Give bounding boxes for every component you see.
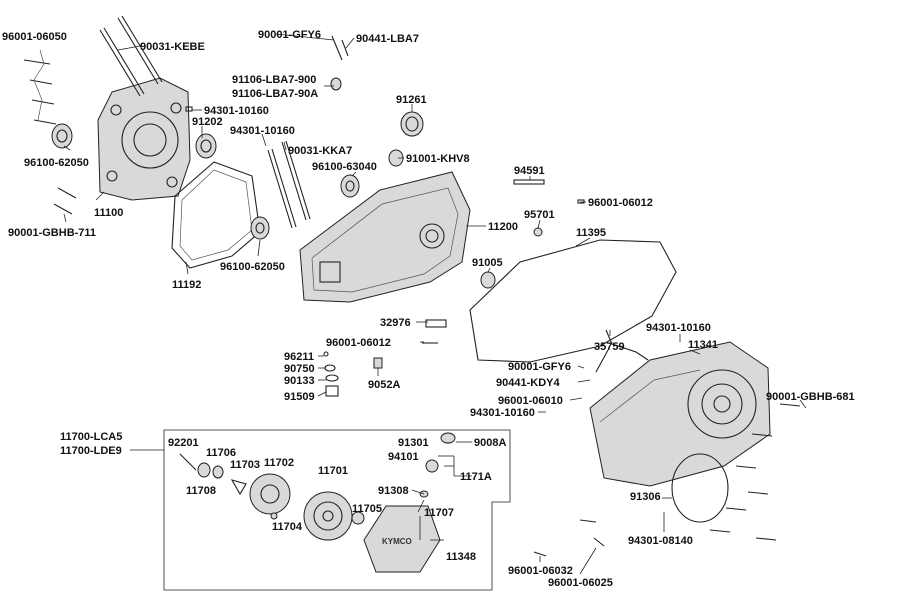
label-11348: 11348 (446, 551, 476, 563)
label-94301-08140: 94301-08140 (628, 535, 693, 547)
cover-brand-text: KYMCO (382, 537, 412, 546)
label-96001-06010: 96001-06010 (498, 395, 563, 407)
label-96001-06025: 96001-06025 (548, 577, 613, 589)
kick-starter-parts: KYMCO (179, 432, 456, 573)
label-1171A: 1171A (460, 471, 492, 483)
pin-94591 (513, 179, 545, 185)
label-9052A: 9052A (368, 379, 400, 391)
label-90133: 90133 (284, 375, 315, 387)
label-96001-06012-mid: 96001-06012 (326, 337, 391, 349)
bearing-96100-62050-left (51, 123, 73, 149)
label-96001-06032: 96001-06032 (508, 565, 573, 577)
label-96100-63040: 96100-63040 (312, 161, 377, 173)
label-94301-10160-a: 94301-10160 (204, 105, 269, 117)
label-91202: 91202 (192, 116, 223, 128)
bearing-96100-63040 (340, 174, 360, 198)
seal-91261 (400, 111, 424, 137)
label-96211: 96211 (284, 351, 314, 363)
label-91261: 91261 (396, 94, 427, 106)
label-group-code-1: 11700-LCA5 (60, 431, 122, 443)
left-crankcase-11100 (97, 77, 191, 201)
label-32976: 32976 (380, 317, 411, 329)
label-11200: 11200 (488, 221, 518, 233)
part-labels: 96001-06050 90031-KEBE 90001-GFY6 90441-… (2, 29, 855, 589)
label-11701: 11701 (318, 465, 348, 477)
label-95701: 95701 (524, 209, 555, 221)
gasket-11192 (171, 161, 261, 269)
hose-35759 (605, 329, 649, 361)
right-crankcase-11200 (299, 171, 471, 303)
label-94301-10160-c: 94301-10160 (646, 322, 711, 334)
label-11100: 11100 (94, 207, 123, 219)
leader-lines (63, 33, 807, 575)
label-11705: 11705 (352, 503, 382, 515)
oil-drain-assembly (323, 351, 339, 397)
stud-bolts-90031-KEBE (99, 15, 163, 97)
label-90001-GFY6-mid: 90001-GFY6 (508, 361, 571, 373)
label-90441-KDY4: 90441-KDY4 (496, 377, 560, 389)
seal-91005 (480, 271, 496, 289)
label-11704: 11704 (272, 521, 303, 533)
label-90001-GBHB-711: 90001-GBHB-711 (8, 227, 96, 239)
label-96001-06012-top: 96001-06012 (588, 197, 653, 209)
label-91106-LBA7-90A: 91106-LBA7-90A (232, 88, 318, 100)
label-90441-LBA7: 90441-LBA7 (356, 33, 419, 45)
label-91001-KHV8: 91001-KHV8 (406, 153, 470, 165)
bolts-90001-GBHB-681 (709, 403, 801, 541)
label-35759: 35759 (594, 341, 625, 353)
label-94591: 94591 (514, 165, 545, 177)
label-92201: 92201 (168, 437, 199, 449)
label-90031-KKA7: 90031-KKA7 (288, 145, 352, 157)
stud-bolts-90031-KKA7 (267, 140, 311, 229)
kick-starter-group-box (163, 429, 511, 591)
label-94301-10160-d: 94301-10160 (470, 407, 535, 419)
washer-91106 (330, 77, 342, 91)
gasket-91306 (671, 453, 729, 523)
label-96001-06050: 96001-06050 (2, 31, 67, 43)
gasket-11395 (469, 239, 677, 363)
label-11706: 11706 (206, 447, 236, 459)
label-91005: 91005 (472, 257, 503, 269)
label-11707: 11707 (424, 507, 454, 519)
label-11341: 11341 (688, 339, 718, 351)
clutch-cover-11341 (589, 341, 771, 487)
label-91308: 91308 (378, 485, 409, 497)
plug-95701 (533, 227, 543, 237)
label-91306: 91306 (630, 491, 661, 503)
label-11703: 11703 (230, 459, 260, 471)
label-94301-10160-b: 94301-10160 (230, 125, 295, 137)
label-91509: 91509 (284, 391, 315, 403)
label-11395: 11395 (576, 227, 606, 239)
label-90031-KEBE: 90031-KEBE (140, 41, 205, 53)
bolts-90001-GBHB-711 (53, 187, 77, 215)
seal-91202 (195, 133, 217, 159)
label-90001-GBHB-681: 90001-GBHB-681 (766, 391, 855, 403)
bolts-96001-06050 (23, 49, 57, 125)
label-11708: 11708 (186, 485, 216, 497)
bearing-96100-62050-centre (250, 216, 270, 240)
label-11702: 11702 (264, 457, 294, 469)
label-11192: 11192 (172, 279, 201, 291)
sensor-32976 (425, 319, 447, 328)
label-91301: 91301 (398, 437, 429, 449)
bolts-96001-06032 (533, 519, 605, 557)
label-94101: 94101 (388, 451, 419, 463)
label-96100-62050-left: 96100-62050 (24, 157, 89, 169)
label-90750: 90750 (284, 363, 315, 375)
label-group-code-2: 11700-LDE9 (60, 445, 122, 457)
label-91106-LBA7-900: 91106-LBA7-900 (232, 74, 316, 86)
label-90001-GFY6-top: 90001-GFY6 (258, 29, 321, 41)
label-9008A: 9008A (474, 437, 506, 449)
plug-9052A (373, 357, 383, 369)
label-96100-62050-centre: 96100-62050 (220, 261, 285, 273)
